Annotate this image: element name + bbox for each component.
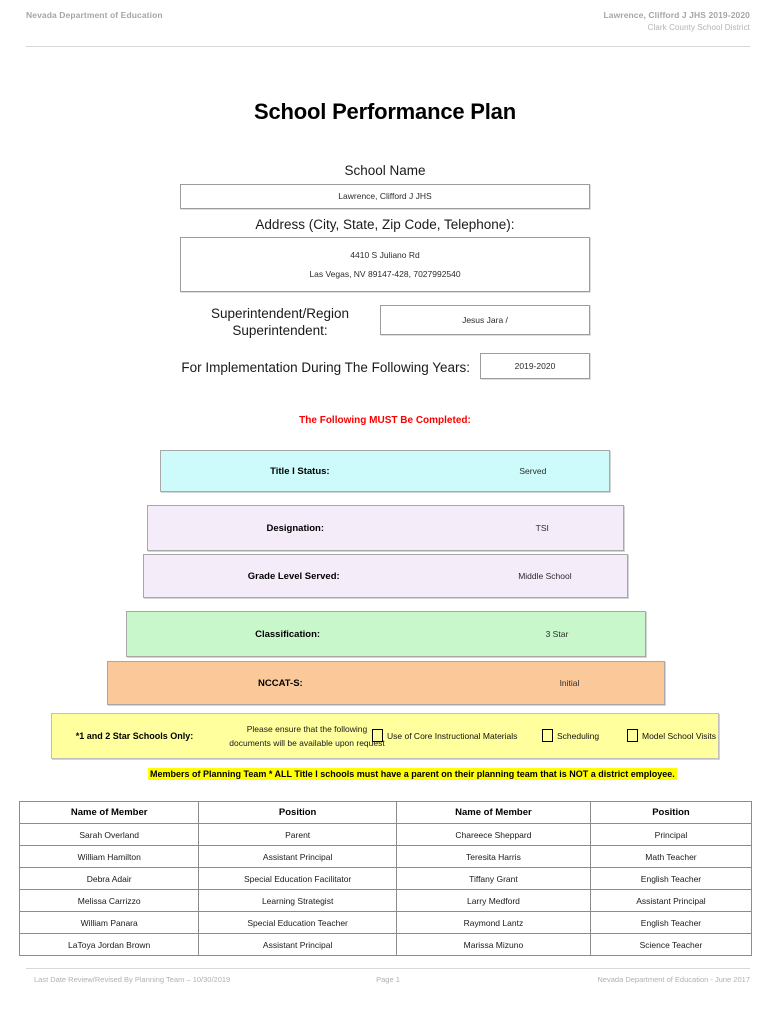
member-name-cell: Raymond Lantz — [395, 911, 591, 934]
header-agency-name: Nevada Department of Education — [26, 10, 163, 20]
address-label: Address (City, State, Zip Code, Telephon… — [255, 217, 515, 232]
status-bar-value: TSI — [535, 523, 549, 533]
status-bar-label: NCCAT-S: — [258, 677, 303, 689]
star-schools-label: *1 and 2 Star Schools Only: — [75, 731, 194, 741]
member-position-cell: Special Education Facilitator — [198, 867, 397, 890]
header-school-year: Lawrence, Clifford J JHS 2019-2020 — [603, 10, 750, 20]
member-position-cell: Principal — [589, 823, 753, 846]
member-position-cell: Special Education Teacher — [198, 911, 397, 934]
address-field[interactable]: 4410 S Juliano Rd Las Vegas, NV 89147-42… — [180, 237, 590, 292]
status-bar-value: 3 Star — [545, 629, 569, 639]
member-name-cell: Tiffany Grant — [395, 867, 591, 890]
member-name-cell: Larry Medford — [395, 889, 591, 912]
superintendent-label: Superintendent/Region Superintendent: — [210, 306, 350, 338]
status-bar-grade-level[interactable]: Grade Level Served: Middle School — [143, 554, 628, 598]
table-row[interactable]: Sarah Overland Parent Chareece Sheppard … — [18, 823, 753, 846]
table-row[interactable]: LaToya Jordan Brown Assistant Principal … — [18, 933, 753, 956]
footer-last-revised: Last Date Review/Revised By Planning Tea… — [34, 975, 231, 984]
status-bar-nccat-s[interactable]: NCCAT-S: Initial — [107, 661, 665, 705]
checkbox-label: Use of Core Instructional Materials — [387, 730, 518, 741]
header-district: Clark County School District — [647, 23, 750, 32]
school-name-label: School Name — [344, 163, 426, 178]
status-bar-value: Initial — [559, 678, 580, 688]
status-bar-designation[interactable]: Designation: TSI — [147, 505, 624, 551]
member-position-cell: English Teacher — [589, 911, 753, 934]
must-complete-notice: The Following MUST Be Completed: — [299, 415, 471, 426]
page-footer: Last Date Review/Revised By Planning Tea… — [26, 975, 750, 989]
planning-team-table: Name of Member Position Name of Member P… — [18, 801, 753, 956]
table-header-row: Name of Member Position Name of Member P… — [18, 801, 753, 824]
member-name-cell: Melissa Carrizzo — [18, 889, 200, 912]
table-row[interactable]: William Panara Special Education Teacher… — [18, 911, 753, 934]
checkbox-item-scheduling[interactable]: Scheduling — [542, 729, 599, 742]
member-name-cell: William Hamilton — [18, 845, 200, 868]
column-header: Name of Member — [18, 801, 200, 824]
member-position-cell: Science Teacher — [589, 933, 753, 956]
star-schools-note-line-2: documents will be available upon request — [229, 738, 385, 748]
planning-team-banner: Members of Planning Team * ALL Title I s… — [148, 768, 677, 780]
member-name-cell: William Panara — [18, 911, 200, 934]
implementation-years-label: For Implementation During The Following … — [181, 360, 470, 375]
checkbox-icon[interactable] — [372, 729, 383, 742]
status-bar-label: Designation: — [266, 522, 325, 534]
footer-source: Nevada Department of Education - June 20… — [597, 975, 750, 984]
checkbox-item-core-materials[interactable]: Use of Core Instructional Materials — [372, 729, 517, 742]
table-row[interactable]: William Hamilton Assistant Principal Ter… — [18, 845, 753, 868]
column-header: Name of Member — [395, 801, 591, 824]
header-school-info: Lawrence, Clifford J JHS 2019-2020 Clark… — [603, 10, 750, 32]
member-position-cell: Assistant Principal — [198, 933, 397, 956]
member-position-cell: Learning Strategist — [198, 889, 397, 912]
member-name-cell: Marissa Mizuno — [395, 933, 591, 956]
status-bar-value: Served — [519, 466, 547, 476]
page-header: Nevada Department of Education Lawrence,… — [26, 10, 750, 50]
member-position-cell: Parent — [198, 823, 397, 846]
member-name-cell: Sarah Overland — [18, 823, 200, 846]
status-bar-label: Classification: — [255, 628, 321, 640]
member-name-cell: Teresita Harris — [395, 845, 591, 868]
checkbox-icon[interactable] — [627, 729, 638, 742]
address-line-2: Las Vegas, NV 89147-428, 7027992540 — [309, 268, 461, 279]
checkbox-icon[interactable] — [542, 729, 553, 742]
member-position-cell: Assistant Principal — [589, 889, 753, 912]
status-bar-title-i[interactable]: Title I Status: Served — [160, 450, 610, 492]
column-header: Position — [589, 801, 753, 824]
page-title: School Performance Plan — [254, 99, 516, 124]
member-position-cell: Math Teacher — [589, 845, 753, 868]
member-name-cell: Debra Adair — [18, 867, 200, 890]
checkbox-item-model-school-visits[interactable]: Model School Visits — [627, 729, 716, 742]
superintendent-value: Jesus Jara / — [462, 314, 508, 325]
address-line-1: 4410 S Juliano Rd — [350, 249, 420, 260]
implementation-years-field[interactable]: 2019-2020 — [480, 353, 590, 379]
member-name-cell: LaToya Jordan Brown — [18, 933, 200, 956]
star-schools-row: *1 and 2 Star Schools Only: Please ensur… — [51, 713, 719, 759]
school-name-value: Lawrence, Clifford J JHS — [338, 191, 432, 201]
column-header: Position — [198, 801, 397, 824]
checkbox-label: Scheduling — [557, 730, 600, 741]
footer-divider — [26, 968, 750, 969]
status-bar-label: Title I Status: — [270, 465, 330, 477]
star-schools-note: Please ensure that the following documen… — [207, 722, 407, 750]
table-row[interactable]: Debra Adair Special Education Facilitato… — [18, 867, 753, 890]
table-row[interactable]: Melissa Carrizzo Learning Strategist Lar… — [18, 889, 753, 912]
member-position-cell: Assistant Principal — [198, 845, 397, 868]
implementation-years-value: 2019-2020 — [514, 360, 556, 371]
footer-page-number: Page 1 — [376, 975, 400, 984]
member-name-cell: Chareece Sheppard — [395, 823, 591, 846]
status-bar-label: Grade Level Served: — [247, 570, 340, 582]
checkbox-label: Model School Visits — [642, 730, 717, 741]
star-schools-note-line-1: Please ensure that the following — [246, 724, 368, 734]
status-bar-value: Middle School — [518, 571, 572, 581]
superintendent-field[interactable]: Jesus Jara / — [380, 305, 590, 335]
header-divider — [26, 46, 750, 47]
school-name-field[interactable]: Lawrence, Clifford J JHS — [180, 184, 590, 209]
status-bar-classification[interactable]: Classification: 3 Star — [126, 611, 646, 657]
member-position-cell: English Teacher — [589, 867, 753, 890]
